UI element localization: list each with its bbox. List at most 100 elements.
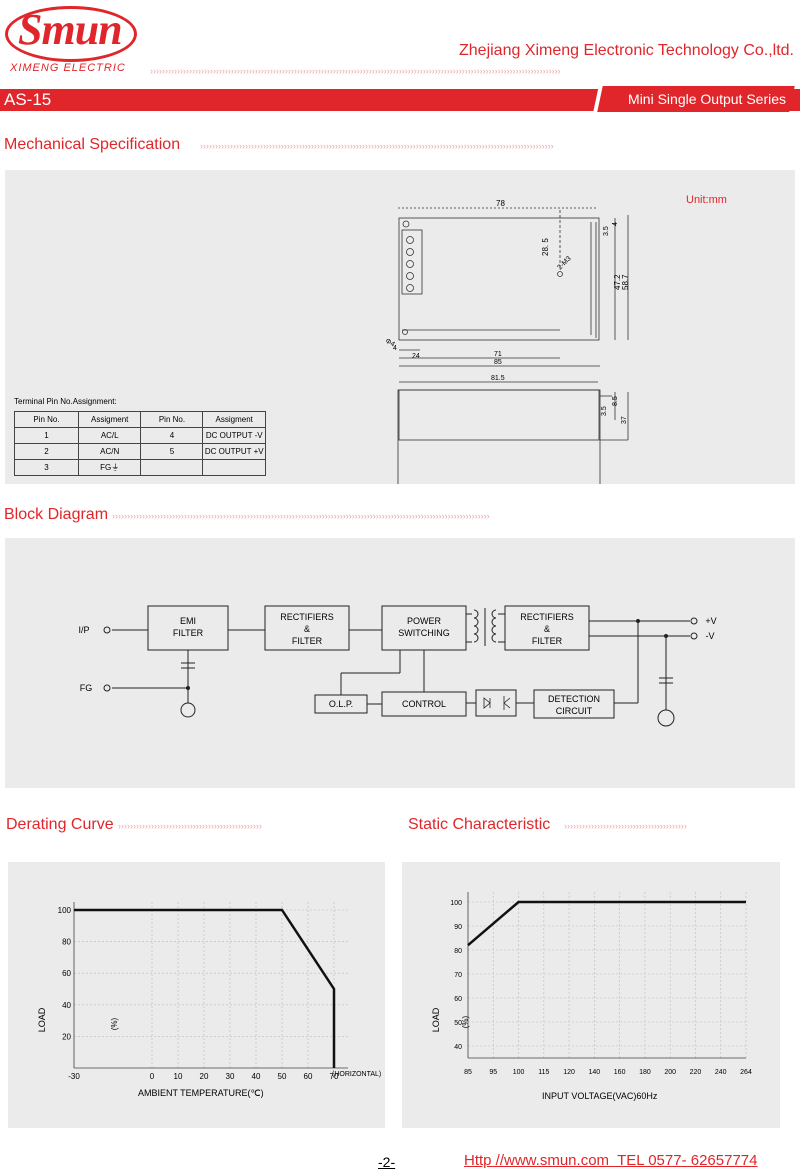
block-power-line2: SWITCHING	[398, 628, 450, 638]
section-title-mechanical: Mechanical Specification	[4, 136, 181, 153]
y-tick-label: 40	[454, 1044, 462, 1051]
y-tick-label: 90	[454, 924, 462, 931]
y-tick-label: 60	[454, 996, 462, 1003]
dim-81-5: 81.5	[491, 375, 505, 382]
y-tick-label: 60	[62, 969, 71, 978]
dim-71: 71	[494, 351, 502, 358]
page-number: -2-	[378, 1154, 396, 1170]
table-cell: AC/L	[77, 427, 142, 444]
section-title-static: Static Characteristic	[408, 816, 551, 833]
block-rect1-line1: RECTIFIERS	[280, 612, 334, 622]
table-cell: 5	[140, 443, 204, 460]
x-tick-label: 30	[226, 1072, 235, 1081]
block-emi-line1: EMI	[180, 616, 196, 626]
company-name: Zhejiang Ximeng Electronic Technology Co…	[459, 42, 794, 59]
block-rect1-line2: &	[304, 624, 310, 634]
static-panel	[402, 862, 780, 1128]
io-label-ip: I/P	[78, 625, 89, 635]
y-unit: (%)	[110, 1017, 119, 1030]
y-tick-label: 40	[62, 1001, 71, 1010]
dim-3-5: 3.5	[603, 226, 610, 236]
block-emi-line2: FILTER	[173, 628, 204, 638]
block-rect2-line2: &	[544, 624, 550, 634]
table-header: Assigment	[77, 411, 142, 428]
x-axis-suffix: (HORIZONTAL)	[332, 1071, 381, 1078]
derating-panel	[8, 862, 385, 1128]
series-line	[74, 908, 336, 1068]
table-cell: FG⏚	[77, 459, 142, 476]
x-tick-label: 160	[614, 1069, 626, 1076]
block-olp: O.L.P.	[329, 699, 353, 709]
table-cell: 3	[14, 459, 79, 476]
series-name: Mini Single Output Series	[628, 91, 786, 107]
y-tick-label: 80	[62, 938, 71, 947]
x-tick-label: -30	[68, 1072, 80, 1081]
logo-text: Smun	[18, 5, 123, 54]
dim-37: 37	[621, 416, 628, 424]
x-tick-label: 50	[278, 1072, 287, 1081]
x-tick-label: 115	[538, 1069, 549, 1076]
table-cell: 4	[140, 427, 204, 444]
mechanical-drawing: 78 28. 5 2-M3 3.5 4 47.2 58.7 4 Φ4 24 71…	[384, 199, 630, 484]
table-cell	[140, 459, 204, 476]
x-tick-label: 200	[664, 1069, 676, 1076]
x-axis-label: INPUT VOLTAGE(VAC)60Hz	[542, 1091, 658, 1101]
block-control: CONTROL	[402, 699, 446, 709]
x-tick-label: 10	[174, 1072, 183, 1081]
table-header: Pin No.	[14, 411, 79, 428]
footer-contact-link[interactable]: Http //www.smun.com TEL 0577- 62657774	[464, 1152, 758, 1169]
dim-58-7: 58.7	[621, 274, 630, 290]
unit-label: Unit:mm	[686, 194, 727, 206]
dim-4-b: 4	[393, 345, 397, 352]
table-cell: DC OUTPUT +V	[202, 443, 266, 460]
block-detect-line1: DETECTION	[548, 694, 600, 704]
table-row: 3 FG⏚	[14, 459, 266, 476]
dim-78: 78	[496, 199, 505, 208]
dim-28-5: 28. 5	[541, 238, 550, 256]
x-tick-label: 85	[464, 1069, 472, 1076]
x-tick-label: 60	[304, 1072, 313, 1081]
x-tick-label: 20	[200, 1072, 209, 1081]
y-tick-label: 20	[62, 1032, 71, 1041]
io-label-fg: FG	[80, 683, 93, 693]
table-cell-text: FG	[100, 463, 112, 472]
y-tick-label: 50	[454, 1020, 462, 1027]
table-header: Pin No.	[140, 411, 204, 428]
y-tick-label: 100	[450, 900, 462, 907]
table-cell: 1	[14, 427, 79, 444]
y-tick-label: 80	[454, 948, 462, 955]
y-tick-label: 70	[454, 972, 462, 979]
dim-phi4: Φ4	[384, 338, 396, 349]
header-dotted-rule: ››››››››››››››››››››››››››››››››››››››››…	[150, 66, 561, 76]
block-rect2-line1: RECTIFIERS	[520, 612, 574, 622]
table-header: Assigment	[202, 411, 266, 428]
dim-8-5: 8.5	[612, 396, 619, 406]
output-plus-label: +V	[705, 616, 716, 626]
optocoupler-icon	[483, 696, 511, 710]
x-tick-label: 95	[489, 1069, 497, 1076]
dim-24: 24	[412, 353, 420, 360]
x-tick-label: 240	[715, 1069, 727, 1076]
y-axis-label: LOAD	[37, 1007, 47, 1032]
table-cell: 2	[14, 443, 79, 460]
dim-4: 4	[612, 222, 619, 226]
top-view-outline	[397, 389, 601, 484]
dim-85: 85	[494, 359, 502, 366]
x-tick-label: 40	[252, 1072, 261, 1081]
output-minus-label: -V	[706, 631, 715, 641]
table-cell: DC OUTPUT -V	[202, 427, 266, 444]
block-detect-line2: CIRCUIT	[556, 706, 593, 716]
block-diagram: I/P FG EMI FILTER RECTIFIERS & FILTER PO…	[78, 605, 717, 727]
table-cell: AC/N	[77, 443, 142, 460]
logo-oval	[5, 6, 137, 62]
section-title-derating: Derating Curve	[6, 816, 114, 833]
dim-47-2: 47.2	[613, 274, 622, 290]
table-row: 1 AC/L 4 DC OUTPUT -V	[14, 427, 266, 444]
block-rect2-line3: FILTER	[532, 636, 563, 646]
logo-subtitle: XIMENG ELECTRIC	[10, 62, 126, 74]
section-dotted-rule: ››››››››››››››››››››››››››››››››››››››››…	[200, 141, 554, 151]
model-name: AS-15	[4, 90, 52, 109]
block-rect1-line3: FILTER	[292, 636, 323, 646]
